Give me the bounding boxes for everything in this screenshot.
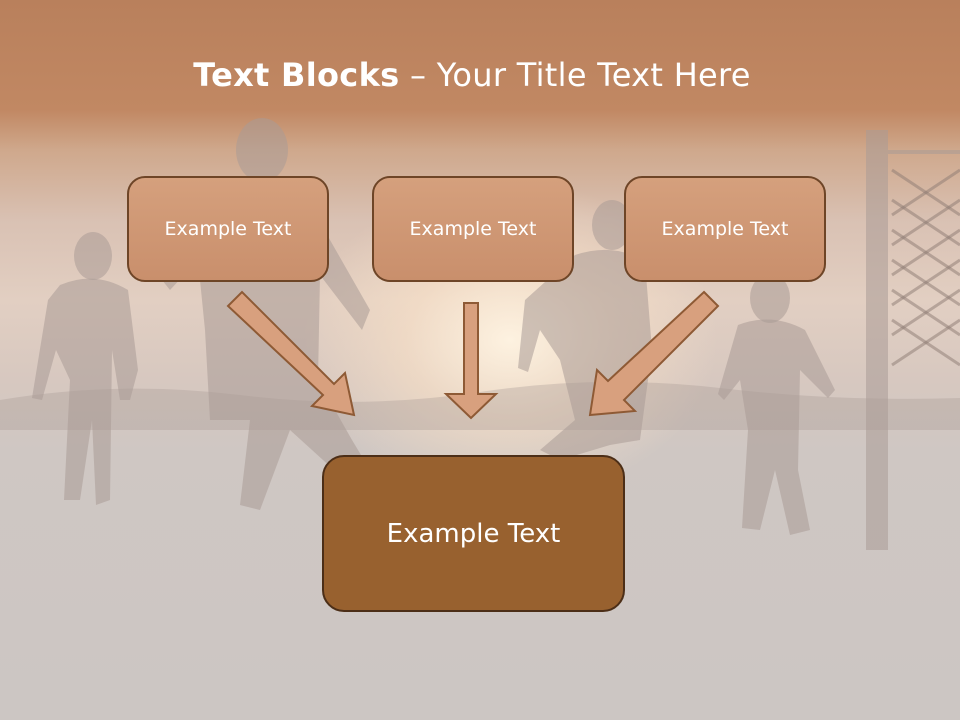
arrow-right-diagonal	[588, 290, 720, 417]
title-dash: –	[399, 56, 437, 94]
text-block-2[interactable]: Example Text	[372, 176, 574, 282]
title-regular-part: Your Title Text Here	[436, 56, 751, 94]
arrow-left-diagonal	[226, 290, 356, 417]
title-bold-part: Text Blocks	[193, 56, 400, 94]
text-block-3[interactable]: Example Text	[624, 176, 826, 282]
text-block-1[interactable]: Example Text	[127, 176, 329, 282]
slide-title: Text Blocks – Your Title Text Here	[0, 56, 944, 94]
arrow-center-down	[443, 302, 499, 420]
main-text-block[interactable]: Example Text	[322, 455, 625, 612]
